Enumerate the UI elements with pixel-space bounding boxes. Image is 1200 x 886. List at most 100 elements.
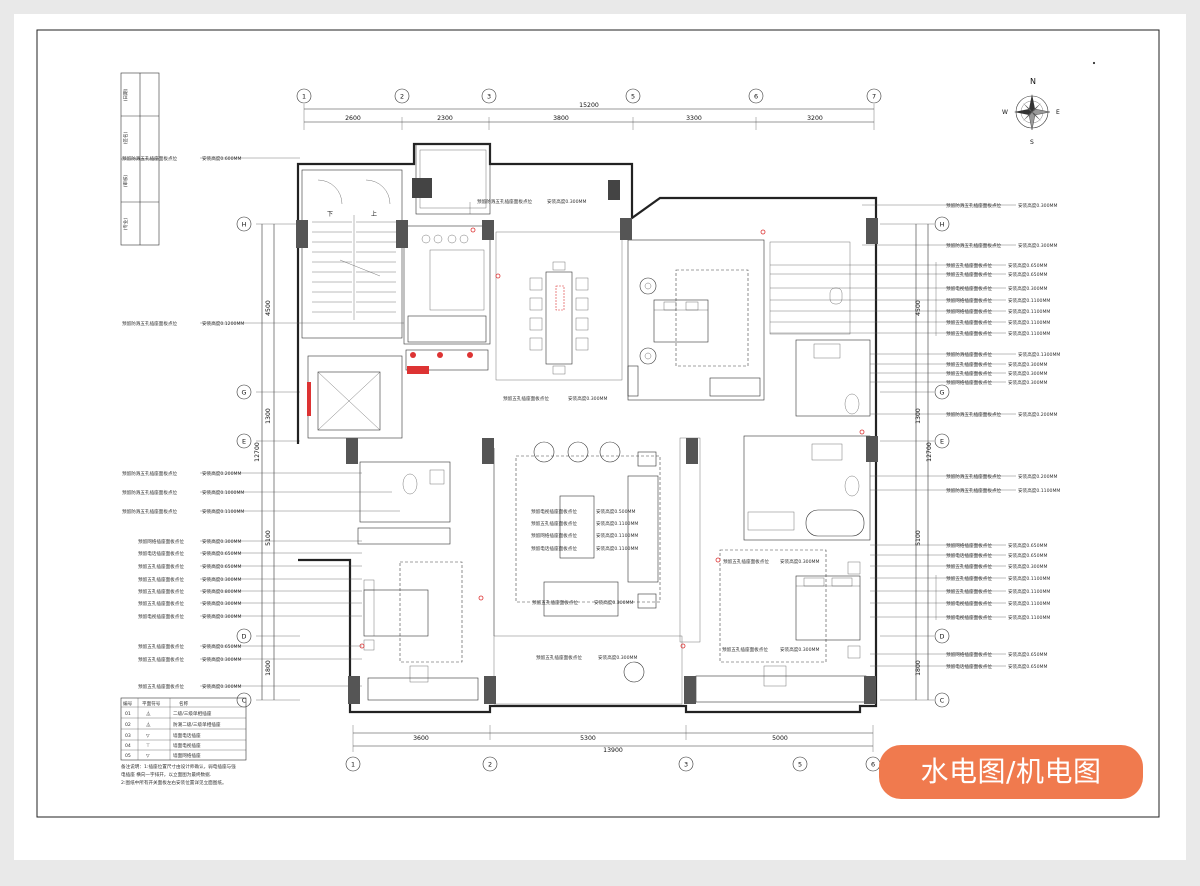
category-badge: 水电图/机电图 (879, 745, 1143, 799)
legend-header: 名称 (179, 700, 189, 707)
annotation-label: 预留五孔插座面板点位 (946, 330, 992, 337)
legend-row-name: 墙面电话插座 (173, 732, 201, 739)
annotation-label: 预留防溅五孔插座面板点位 (122, 320, 178, 327)
axis-bubble: 2 (394, 88, 410, 104)
dim-bottom: 5300 (580, 735, 596, 742)
legend-row-name: 墙面电视插座 (173, 742, 201, 749)
annotation-height: 安装高度0.300MM (780, 646, 819, 653)
annotation-label: 预留五孔插座面板点位 (531, 520, 577, 527)
legend-row-name: 墙面网络插座 (173, 752, 201, 759)
annotation-label: 预留五孔插座面板点位 (138, 600, 184, 607)
annotation-height: 安装高度0.300MM (1008, 379, 1047, 386)
annotation-height: 安装高度0.1100MM (1018, 487, 1060, 494)
phone-socket-icon: ▽ (146, 734, 150, 739)
stair-up-label: 上 (371, 210, 377, 218)
annotation-label: 预留电视插座面板点位 (946, 600, 992, 607)
dim-top: 2300 (437, 115, 453, 122)
annotation-height: 安装高度0.1100MM (1008, 588, 1050, 595)
legend-note: 备注说明：1:插座位置尺寸由设计师确认，弱电插座与强 (121, 763, 236, 770)
legend-row-num: 02 (125, 722, 131, 728)
annotation-height: 安装高度0.300MM (202, 600, 241, 607)
annotation-height: 安装高度0.300MM (780, 558, 819, 565)
annotation-label: 预留防溅五孔插座面板点位 (946, 411, 1002, 418)
annotation-label: 预留网络插座面板点位 (946, 379, 992, 386)
axis-label: 1 (302, 93, 306, 101)
annotation-label: 预留防溅五孔插座面板点位 (122, 508, 178, 515)
annotation-height: 安装高度0.650MM (1008, 542, 1047, 549)
annotation-label: 预留防溅五孔插座面板点位 (122, 470, 178, 477)
annotation-height: 安装高度0.1100MM (1008, 575, 1050, 582)
annotation-height: 安装高度0.1100MM (1008, 600, 1050, 607)
legend-note: 2:图纸中所有开关面板左右安装位置详见立面图纸。 (121, 779, 227, 786)
legend-row-name: 二级/三级单相插座 (173, 710, 212, 717)
dim-left: 4500 (265, 300, 272, 316)
annotation-height: 安装高度0.500MM (596, 508, 635, 515)
annotation-label: 预留防溅五孔插座面板点位 (946, 473, 1002, 480)
dim-bottom: 3600 (413, 735, 429, 742)
annotation-label: 预留电话插座面板点位 (138, 550, 184, 557)
title-block-cell: (专业) (122, 217, 129, 230)
axis-bubble: H (236, 216, 252, 232)
annotation-label: 预留网络插座面板点位 (946, 297, 992, 304)
annotation-label: 预留电话插座面板点位 (946, 663, 992, 670)
axis-bubble: 1 (296, 88, 312, 104)
annotation-label: 预留防溅五孔插座面板点位 (946, 242, 1002, 249)
inner-annotations: 预留防溅五孔插座面板点位 安装高度0.300MM 预留五孔插座面板点位 安装高度… (469, 198, 819, 661)
annotation-label: 预留网络插座面板点位 (138, 538, 184, 545)
dim-bottom: 5000 (772, 735, 788, 742)
left-annotation-texts: 预留防溅五孔插座面板点位 安装高度0.600MM 预留防溅五孔插座面板点位 安装… (122, 155, 244, 690)
axis-label: 5 (631, 93, 635, 101)
annotation-label: 预留电视插座面板点位 (531, 508, 577, 515)
annotation-height: 安装高度0.300MM (598, 654, 637, 661)
annotation-height: 安装高度0.300MM (1018, 202, 1057, 209)
legend-row-name: 防潮二级/三级单相插座 (173, 721, 221, 728)
dim-right-total: 12700 (926, 442, 933, 462)
dim-total-top: 15200 (579, 102, 599, 109)
annotation-height: 安装高度0.1100MM (1008, 319, 1050, 326)
annotation-height: 安装高度0.300MM (547, 198, 586, 205)
left-annotations (200, 157, 404, 687)
tv-socket-icon: ⊤ (146, 743, 150, 749)
left-axis: 4500 1300 5100 1800 12700 H G E D C (236, 216, 300, 708)
legend-row-num: 01 (125, 711, 131, 717)
annotation-height: 安装高度0.1100MM (1008, 308, 1050, 315)
title-block-cell: (审核) (122, 174, 129, 187)
annotation-label: 预留五孔插座面板点位 (138, 588, 184, 595)
axis-bubble: 2 (482, 756, 498, 772)
title-block-cell: (签名) (122, 131, 129, 144)
annotation-height: 安装高度0.1000MM (202, 489, 244, 496)
annotation-label: 预留网络插座面板点位 (531, 532, 577, 539)
annotation-height: 安装高度0.800MM (202, 588, 241, 595)
annotation-label: 预留五孔插座面板点位 (946, 370, 992, 377)
dim-top: 3300 (686, 115, 702, 122)
annotation-height: 安装高度0.650MM (202, 563, 241, 570)
title-block-cell: (日期) (123, 88, 129, 101)
axis-label: 5 (798, 761, 802, 769)
annotation-label: 预留电视插座面板点位 (946, 285, 992, 292)
legend-row-num: 04 (125, 743, 131, 749)
annotation-height: 安装高度0.300MM (1018, 242, 1057, 249)
annotation-height: 安装高度0.200MM (1018, 473, 1057, 480)
annotation-label: 预留防溅五孔插座面板点位 (122, 489, 178, 496)
annotation-label: 预留五孔插座面板点位 (532, 599, 578, 606)
annotation-height: 安装高度0.1300MM (1018, 351, 1060, 358)
legend-table: 编号 平面符号 名称 01 ⏅ 二级/三级单相插座 02 ⏅ 防潮二级/三级单相… (120, 697, 247, 786)
axis-label: E (242, 438, 246, 446)
paper (14, 14, 1186, 860)
waterproof-socket-icon: ⏅ (146, 721, 151, 728)
compass-icon: N S E W (1002, 77, 1060, 146)
axis-bubble: E (236, 433, 252, 449)
legend-note: 电插座 横向一字排开，以立面图为最终数据. (121, 771, 211, 778)
annotation-label: 预留五孔插座面板点位 (138, 563, 184, 570)
annotation-label: 预留网络插座面板点位 (946, 651, 992, 658)
annotation-height: 安装高度0.300MM (568, 395, 607, 402)
right-annotation-texts: 预留防溅五孔插座面板点位 安装高度0.300MM 预留防溅五孔插座面板点位 安装… (946, 202, 1060, 670)
annotation-label: 预留五孔插座面板点位 (138, 656, 184, 663)
annotation-height: 安装高度0.300MM (1008, 563, 1047, 570)
plan-walls: 下 上 (296, 142, 878, 714)
annotation-label: 预留五孔插座面板点位 (946, 271, 992, 278)
annotation-label: 预留电视插座面板点位 (946, 614, 992, 621)
axis-bubble: E (934, 433, 950, 449)
title-block: (日期) (签名) (审核) (专业) (120, 72, 160, 246)
